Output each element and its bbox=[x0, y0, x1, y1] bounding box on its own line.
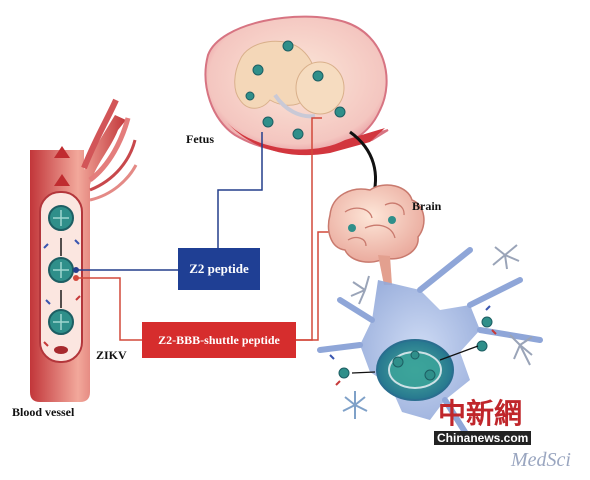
brain-label: Brain bbox=[412, 199, 442, 213]
blood-vessel-illustration bbox=[30, 98, 138, 402]
z2-peptide-box: Z2 peptide bbox=[178, 248, 260, 290]
chinanews-logo-watermark: 中新網 bbox=[438, 397, 523, 430]
womb-illustration bbox=[204, 15, 389, 156]
chinanews-site-watermark: Chinanews.com bbox=[434, 431, 532, 445]
z2-connector-lines bbox=[76, 132, 263, 271]
neuron-illustration bbox=[317, 244, 543, 443]
brain-illustration bbox=[327, 184, 425, 285]
fetus-label: Fetus bbox=[186, 132, 214, 146]
z2-bbb-shuttle-peptide-box: Z2-BBB-shuttle peptide bbox=[142, 322, 296, 358]
zikv-label: ZIKV bbox=[96, 348, 127, 362]
medsci-watermark: MedSci bbox=[511, 449, 571, 471]
blood-vessel-label: Blood vessel bbox=[12, 405, 75, 419]
z2-bbb-connector-lines bbox=[76, 117, 338, 341]
